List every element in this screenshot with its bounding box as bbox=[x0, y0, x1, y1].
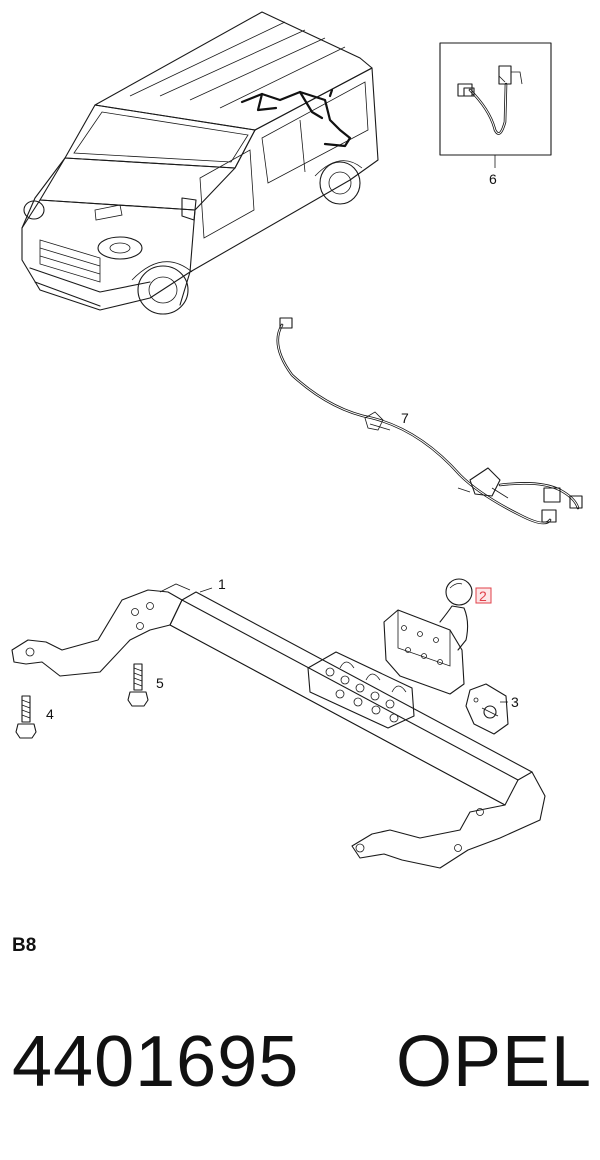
harness-inset-box bbox=[439, 42, 552, 168]
bolt-5 bbox=[127, 663, 149, 707]
callout-2-highlight-box bbox=[475, 587, 492, 604]
callout-1: 1 bbox=[218, 576, 226, 592]
bolt-4 bbox=[15, 695, 37, 739]
callout-7: 7 bbox=[401, 410, 409, 426]
brand-name: OPEL bbox=[396, 1022, 593, 1102]
main-wiring-harness bbox=[276, 317, 583, 525]
callout-5: 5 bbox=[156, 675, 164, 691]
socket-mounting-plate bbox=[465, 683, 509, 735]
callout-3: 3 bbox=[511, 694, 519, 710]
van-illustration bbox=[21, 11, 379, 315]
tow-bar-crossmember bbox=[11, 583, 546, 869]
part-number: 4401695 bbox=[12, 1022, 300, 1102]
tow-ball-coupling bbox=[383, 578, 473, 695]
callout-2: 2 bbox=[479, 588, 487, 604]
callout-4: 4 bbox=[46, 706, 54, 722]
callout-6: 6 bbox=[489, 171, 497, 187]
section-code: B8 bbox=[12, 935, 37, 956]
